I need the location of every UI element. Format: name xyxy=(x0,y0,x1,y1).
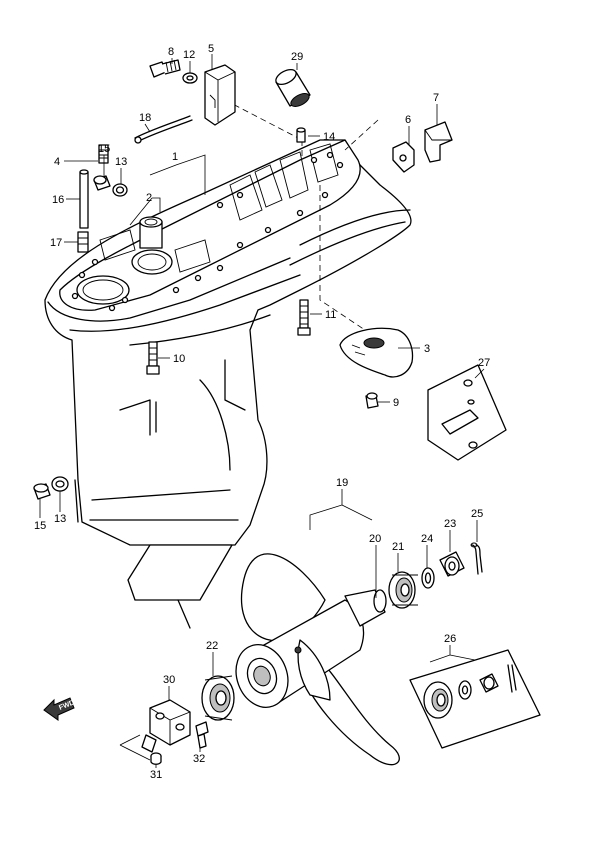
clip-part-18 xyxy=(134,115,193,144)
callout-23: 23 xyxy=(444,518,456,530)
washer-part-13-lower xyxy=(51,476,69,492)
callout-13-lower: 13 xyxy=(54,513,66,525)
trim-tab-part-3 xyxy=(339,327,414,378)
bolt-part-8 xyxy=(149,59,181,78)
callout-6: 6 xyxy=(405,114,411,126)
callout-4: 4 xyxy=(54,156,60,168)
callout-15-upper: 15 xyxy=(98,143,110,155)
callout-8: 8 xyxy=(168,46,174,58)
propeller-nut-kit-box-part-26 xyxy=(409,649,541,749)
callout-27: 27 xyxy=(478,357,490,369)
plug-part-15-upper xyxy=(93,175,111,191)
callout-2: 2 xyxy=(146,192,152,204)
callout-30: 30 xyxy=(163,674,175,686)
fitting-part-17 xyxy=(77,231,89,253)
sleeve-part-29 xyxy=(275,68,311,107)
bracket-part-6 xyxy=(392,141,415,173)
callout-21: 21 xyxy=(392,541,404,553)
bracket-part-30 xyxy=(141,699,191,753)
callout-15-lower: 15 xyxy=(34,520,46,532)
callout-12: 12 xyxy=(183,49,195,61)
callout-26: 26 xyxy=(444,633,456,645)
callout-24: 24 xyxy=(421,533,433,545)
callout-25: 25 xyxy=(471,508,483,520)
callout-numbers: 1 2 3 4 5 6 7 8 9 10 11 12 13 13 14 15 1… xyxy=(34,43,490,781)
callout-9: 9 xyxy=(393,397,399,409)
callout-10: 10 xyxy=(173,353,185,365)
thrust-plate-part-22 xyxy=(201,675,235,721)
cotter-pin-part-25 xyxy=(470,542,483,575)
assembly-guide-lines xyxy=(224,99,379,331)
callout-22: 22 xyxy=(206,640,218,652)
gear-case-housing xyxy=(44,139,412,629)
leader-lines xyxy=(39,54,485,768)
bolt-part-11 xyxy=(297,299,311,336)
callout-3: 3 xyxy=(424,343,430,355)
bolt-part-10 xyxy=(146,341,160,375)
callout-29: 29 xyxy=(291,51,303,63)
washer-part-24 xyxy=(421,567,435,589)
callout-19: 19 xyxy=(336,477,348,489)
callout-18: 18 xyxy=(139,112,151,124)
block-part-5 xyxy=(204,64,236,126)
callout-5: 5 xyxy=(208,43,214,55)
washer-part-13-upper xyxy=(112,183,128,197)
forward-direction-arrow: FWD xyxy=(43,697,76,721)
tube-part-16 xyxy=(79,169,89,229)
plug-part-15-lower xyxy=(33,483,51,500)
pin-part-14 xyxy=(296,127,306,143)
propeller-part-20 xyxy=(235,553,400,766)
callout-13-upper: 13 xyxy=(115,156,127,168)
callout-20: 20 xyxy=(369,533,381,545)
deck-bolt-holes xyxy=(71,151,344,312)
plug-part-4 xyxy=(98,144,109,164)
anode-kit-box-part-27 xyxy=(427,364,507,461)
grommet-part-31 xyxy=(150,752,162,765)
washer-part-12 xyxy=(182,72,198,84)
callout-32: 32 xyxy=(193,753,205,765)
callout-14: 14 xyxy=(323,131,335,143)
callout-1: 1 xyxy=(172,151,178,163)
callout-7: 7 xyxy=(433,92,439,104)
callout-31: 31 xyxy=(150,769,162,781)
bracket-part-7 xyxy=(424,121,453,163)
bolt-part-32 xyxy=(195,721,209,749)
callout-17: 17 xyxy=(50,237,62,249)
bolt-part-9 xyxy=(365,392,379,409)
callout-16: 16 xyxy=(52,194,64,206)
nut-part-23 xyxy=(439,551,465,577)
thrust-washer-part-21 xyxy=(388,571,418,609)
callout-11: 11 xyxy=(325,309,336,321)
